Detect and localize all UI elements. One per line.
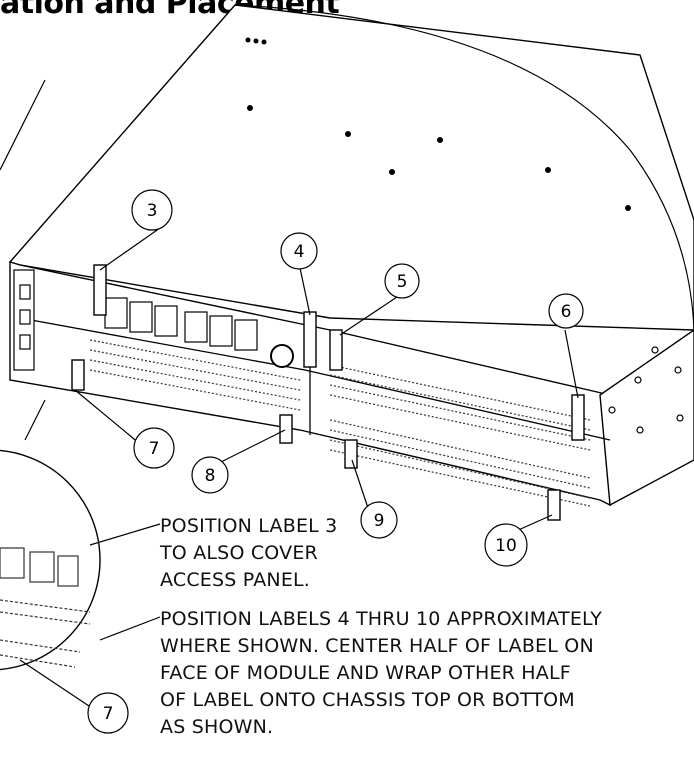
note-line: POSITION LABEL 3 (160, 515, 338, 537)
callout-circle (280, 232, 318, 270)
callout-number: 8 (205, 466, 216, 486)
module-divider-horizontal (19, 317, 611, 441)
callout-number: 10 (495, 536, 517, 556)
note-line: OF LABEL ONTO CHASSIS TOP OR BOTTOM (160, 689, 575, 711)
callouts: 3 4 5 6 7 8 9 10 7 (87, 189, 584, 734)
note-line: ACCESS PANEL. (160, 569, 311, 591)
callout-number: 9 (374, 511, 385, 531)
chassis-top (8, 4, 694, 331)
leader-lines (0, 79, 579, 711)
top-holes (245, 37, 631, 211)
note-line: TO ALSO COVER (160, 542, 318, 564)
callout-number: 4 (294, 242, 305, 262)
left-panel (13, 269, 35, 371)
detail-circle (0, 449, 101, 671)
chassis-top-arc (234, 4, 694, 331)
callout-circle (360, 501, 398, 539)
callout-number: 6 (561, 302, 572, 322)
label-markers (71, 264, 585, 521)
note-line: AS SHOWN. (160, 716, 274, 738)
side-screws (608, 346, 684, 434)
button-knob (270, 344, 294, 368)
detail-content (0, 547, 91, 668)
callout-circle (484, 523, 528, 567)
ethernet-ports (104, 297, 258, 351)
note-line: FACE OF MODULE AND WRAP OTHER HALF (160, 662, 571, 684)
callout-circle (131, 189, 173, 231)
callout-circle (87, 692, 129, 734)
callout-number: 7 (149, 439, 160, 459)
callout-number: 7 (103, 704, 114, 724)
chassis-side (599, 329, 694, 507)
note-line: POSITION LABELS 4 THRU 10 APPROXIMATELY (160, 608, 603, 630)
callout-circle (384, 263, 420, 299)
note-line: WHERE SHOWN. CENTER HALF OF LABEL ON (160, 635, 594, 657)
note-label-3: POSITION LABEL 3 TO ALSO COVER ACCESS PA… (160, 513, 337, 594)
note-labels-4-10: POSITION LABELS 4 THRU 10 APPROXIMATELY … (160, 606, 602, 741)
callout-circle (133, 427, 175, 469)
callout-number: 5 (397, 272, 408, 292)
vent-pattern (89, 339, 591, 507)
callout-circle (548, 293, 584, 329)
callout-number: 3 (147, 201, 158, 221)
callout-circle (191, 456, 229, 494)
